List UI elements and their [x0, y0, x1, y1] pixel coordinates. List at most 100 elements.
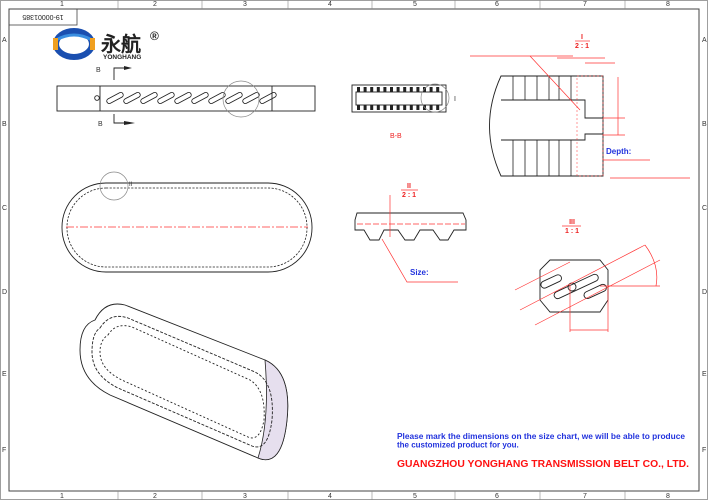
grid-column-label: 5 [413, 493, 417, 500]
drawing-number: 19-00001385 [22, 13, 63, 20]
slot [208, 91, 226, 105]
grid-column-label: 4 [328, 493, 332, 500]
section-marker-bottom: B [98, 121, 103, 128]
grid-row-label: A [2, 37, 7, 44]
grid-row-label: F [702, 447, 706, 454]
grid-row-label: E [2, 371, 7, 378]
grid-row-label: E [702, 371, 707, 378]
tooth [436, 105, 440, 110]
depth-label: Depth: [606, 147, 631, 156]
grid-column-label: 7 [583, 493, 587, 500]
grid-column-label: 1 [60, 1, 64, 8]
logo-chinese: 永航 [100, 32, 141, 56]
grid-column-label: 4 [328, 1, 332, 8]
grid-row-label: B [2, 121, 7, 128]
tooth [558, 75, 572, 101]
grid-column-label: 6 [495, 493, 499, 500]
detail-iii-view: III 1 : 1 [514, 219, 661, 332]
tooth [357, 87, 360, 92]
detail-i-label: I [581, 34, 583, 41]
detail-i-marker: I [454, 96, 456, 103]
grid-column-label: 3 [243, 1, 247, 8]
grid-row-label: A [702, 37, 707, 44]
tooth [396, 87, 400, 92]
logo-registered: ® [150, 29, 159, 43]
section-b-b-view: I B-B [351, 83, 456, 140]
slot [225, 91, 243, 105]
detail-ii-marker: II [129, 182, 133, 188]
grid-column-label: 8 [666, 493, 670, 500]
logo-english: YONGHANG [103, 54, 141, 61]
slot [140, 91, 158, 105]
grid-column-label: 2 [153, 493, 157, 500]
detail-ii-view: II 2 : 1 Size: [354, 183, 467, 283]
tooth [390, 87, 393, 92]
tooth [390, 105, 393, 110]
tooth [370, 105, 374, 110]
tooth [558, 139, 572, 177]
tooth [383, 105, 387, 110]
detail-i-view: I 2 : 1 Depth: [470, 34, 690, 179]
grid-column-label: 3 [243, 493, 247, 500]
section-view-label: B-B [390, 133, 402, 140]
grid-column-label: 1 [60, 493, 64, 500]
tooth [409, 105, 413, 110]
tooth [376, 105, 380, 110]
tooth [383, 87, 387, 92]
tooth [396, 105, 400, 110]
drawing-number-box [8, 8, 78, 26]
tooth [403, 87, 407, 92]
grid-column-label: 5 [413, 1, 417, 8]
detail-circle-iii [222, 80, 260, 118]
grid-row-label: C [2, 205, 7, 212]
tooth [423, 87, 426, 92]
slot [242, 91, 260, 105]
grid-row-label: B [702, 121, 707, 128]
detail-ii-scale: 2 : 1 [402, 192, 416, 199]
tooth [409, 87, 413, 92]
tooth [536, 75, 550, 101]
grid-column-label: 2 [153, 1, 157, 8]
grid-row-label: D [2, 289, 7, 296]
detail-i-scale: 2 : 1 [575, 43, 589, 50]
tooth [429, 105, 433, 110]
grid-row-label: D [702, 289, 707, 296]
tooth [512, 75, 526, 101]
tooth [370, 87, 374, 92]
inner-border [8, 8, 700, 492]
grid-row-label: F [2, 447, 6, 454]
belt-side-view: II [61, 171, 313, 273]
tooth [363, 105, 367, 110]
tooth [429, 87, 433, 92]
belt-top-view: B B [56, 66, 316, 128]
tooth [357, 105, 360, 110]
detail-ii-label: II [407, 183, 411, 190]
slot [123, 91, 141, 105]
tooth [376, 87, 380, 92]
detail-iii-scale: 1 : 1 [565, 228, 579, 235]
tooth [403, 105, 407, 110]
instruction-note: Please mark the dimensions on the size c… [397, 432, 686, 450]
tooth [436, 87, 440, 92]
slot [259, 91, 277, 105]
section-marker-top: B [96, 67, 101, 74]
belt-isometric-view [79, 303, 289, 461]
slot [174, 91, 192, 105]
grid-row-label: C [702, 205, 707, 212]
slot [106, 91, 124, 105]
grid-column-label: 7 [583, 1, 587, 8]
grid-column-label: 8 [666, 1, 670, 8]
grid-column-label: 6 [495, 1, 499, 8]
tooth [363, 87, 367, 92]
tooth [512, 139, 526, 177]
slot [157, 91, 175, 105]
slot [191, 91, 209, 105]
detail-iii-label: III [569, 219, 575, 226]
tooth [416, 87, 420, 92]
company-name: GUANGZHOU YONGHANG TRANSMISSION BELT CO.… [397, 458, 689, 470]
size-label: Size: [410, 268, 429, 277]
company-logo: 永航 ® YONGHANG [53, 28, 159, 61]
